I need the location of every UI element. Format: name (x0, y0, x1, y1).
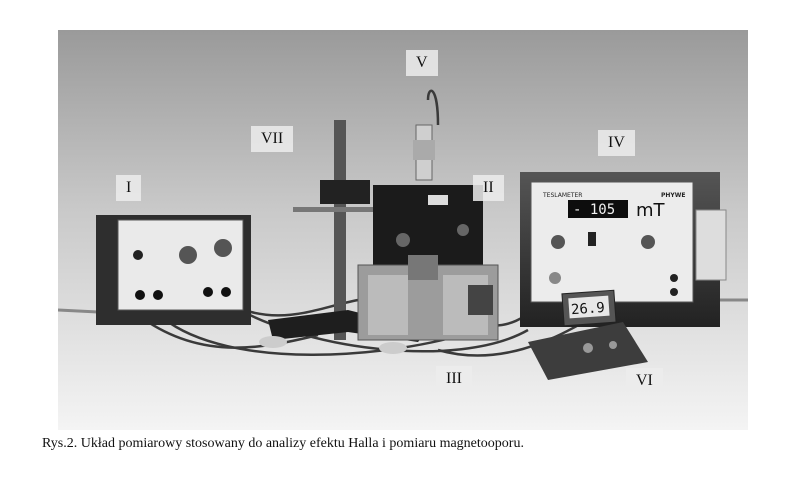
apparatus-photo: TESLAMETER PHYWE - 105 mT 26.9 (58, 30, 748, 430)
label-VII: VII (251, 126, 294, 152)
label-III: III (436, 366, 472, 392)
figure-caption: Rys.2. Układ pomiarowy stosowany do anal… (42, 436, 524, 451)
label-I: I (116, 175, 142, 201)
label-V: V (406, 50, 438, 76)
label-II: II (473, 175, 504, 201)
teslameter-title: TESLAMETER (542, 192, 582, 199)
multimeter-display: 26.9 (571, 300, 606, 318)
teslameter-unit: mT (636, 200, 666, 221)
power-supply (96, 215, 251, 325)
teslameter-display: - 105 (573, 202, 615, 218)
photo-figure: TESLAMETER PHYWE - 105 mT 26.9 I II III … (58, 30, 748, 430)
teslameter: TESLAMETER PHYWE - 105 mT (520, 172, 727, 327)
label-VI: VI (626, 368, 663, 394)
electromagnet (357, 255, 499, 341)
hall-probe (413, 124, 435, 181)
teslameter-brand: PHYWE (661, 192, 685, 199)
label-IV: IV (598, 130, 635, 156)
multimeter: 26.9 (528, 289, 648, 380)
